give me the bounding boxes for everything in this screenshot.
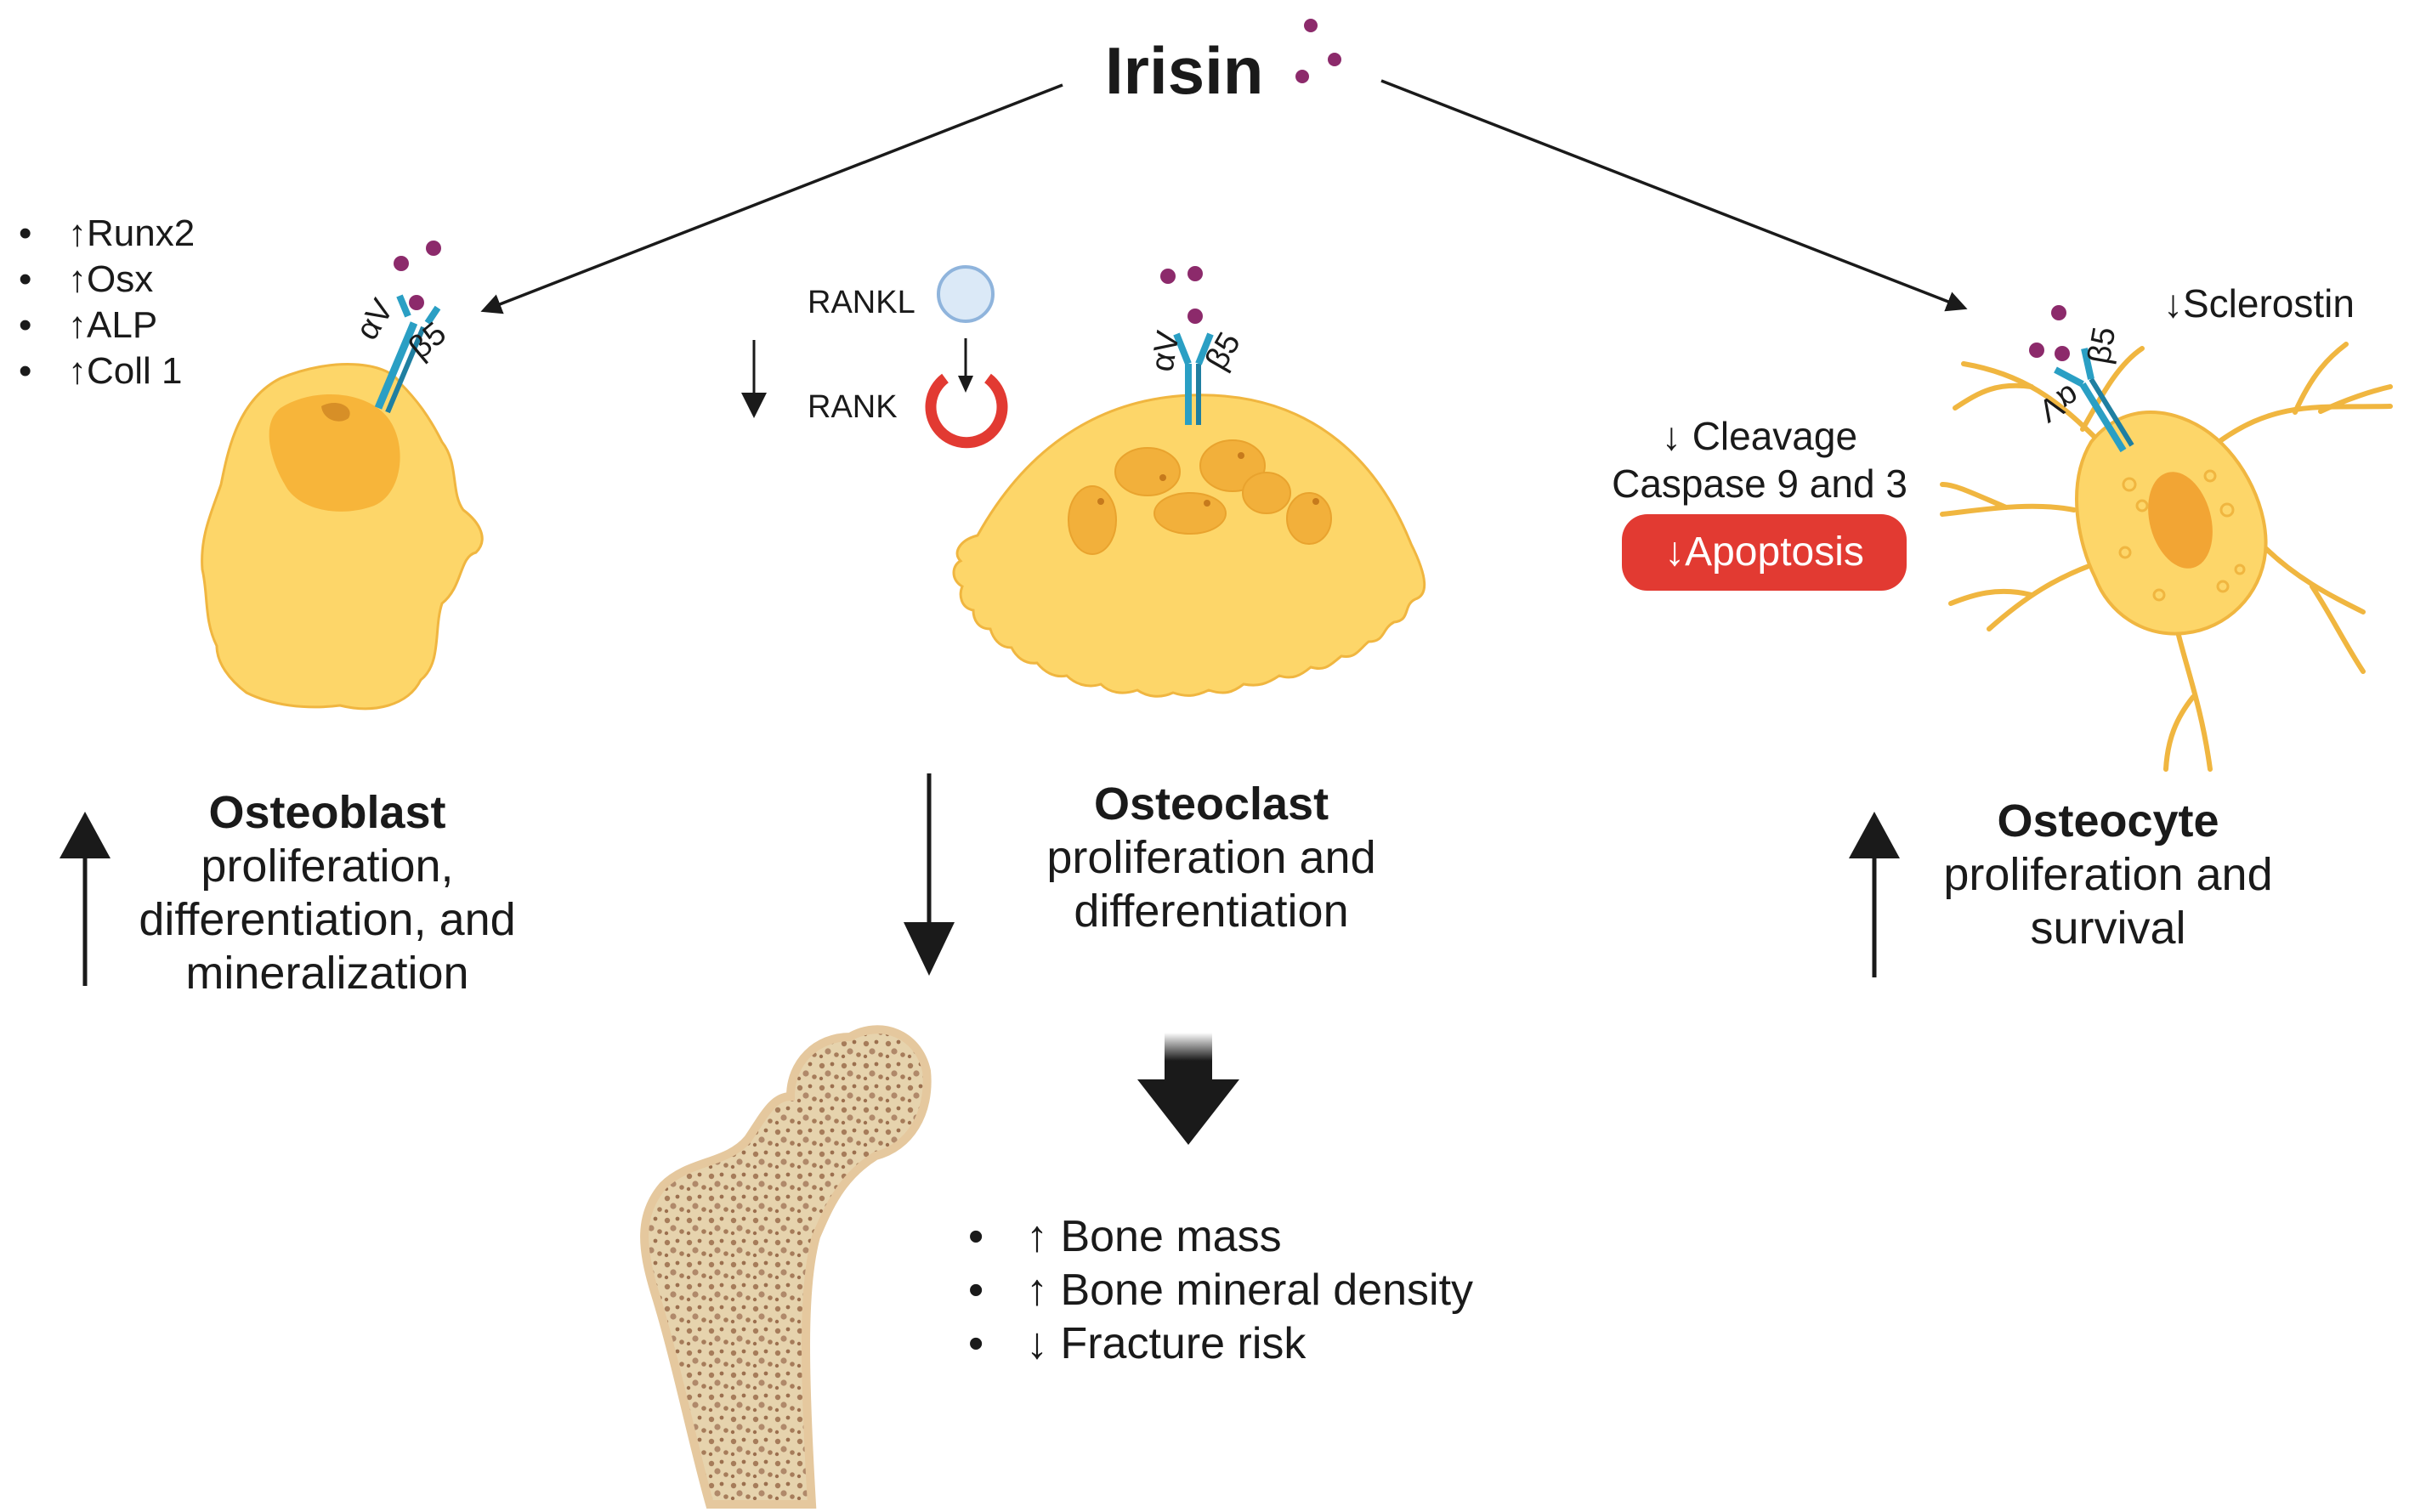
marker-item: ↑Coll 1 xyxy=(15,348,195,394)
osteoblast-irisin-dots xyxy=(394,241,441,310)
osteocyte-effect-line: survival xyxy=(2030,903,2186,954)
osteoblast-effect-line: differentiation, and xyxy=(139,894,516,945)
osteoclast-receptor-alpha-label: αV xyxy=(1144,328,1187,375)
rankl-label: RANKL xyxy=(808,285,915,320)
osteoclast-label: Osteoclast proliferation and differentia… xyxy=(990,778,1432,938)
apoptosis-badge: ↓Apoptosis xyxy=(1622,514,1907,591)
rankl-ligand xyxy=(937,265,995,323)
osteoblast-markers-list: ↑Runx2 ↑Osx ↑ALP ↑Coll 1 xyxy=(15,211,195,394)
osteocyte-label: Osteocyte proliferation and survival xyxy=(1896,795,2321,955)
osteocyte-receptor xyxy=(2054,348,2134,453)
osteocyte-effect-line: proliferation and xyxy=(1943,849,2273,900)
cleavage-label: ↓ Cleavage Caspase 9 and 3 xyxy=(1598,412,1921,507)
osteoclast-name: Osteoclast xyxy=(1093,779,1329,830)
osteoclast-irisin-dots xyxy=(1160,266,1203,324)
osteocyte-irisin-dots xyxy=(2029,305,2070,361)
outcome-item: ↑ Bone mineral density xyxy=(965,1264,1473,1317)
rank-receptor xyxy=(925,373,1008,449)
irisin-dots xyxy=(1295,19,1341,83)
bone-outcome-arrow xyxy=(1137,1033,1239,1145)
sclerostin-label: ↓Sclerostin xyxy=(2163,281,2355,326)
bone-outcomes-list: ↑ Bone mass ↑ Bone mineral density ↓ Fra… xyxy=(965,1210,1473,1371)
cleavage-line: Caspase 9 and 3 xyxy=(1612,462,1907,506)
rank-label: RANK xyxy=(808,389,898,425)
osteoclast-receptor xyxy=(1173,332,1214,425)
osteoblast-effect-line: mineralization xyxy=(185,948,469,999)
outcome-item: ↓ Fracture risk xyxy=(965,1317,1473,1371)
cleavage-line: ↓ Cleavage xyxy=(1661,414,1858,458)
osteoclast-cell xyxy=(952,394,1426,698)
osteoclast-effect-line: proliferation and xyxy=(1046,832,1376,883)
osteoblast-effect-line: proliferation, xyxy=(201,841,454,892)
osteoblast-name: Osteoblast xyxy=(208,787,446,838)
osteoblast-label: Osteoblast proliferation, differentiatio… xyxy=(119,786,536,1000)
arrow-irisin-to-osteocyte xyxy=(1380,79,1968,312)
osteoblast-receptor xyxy=(374,294,441,414)
osteoblast-cell xyxy=(201,363,484,711)
femur-bone xyxy=(640,1025,932,1509)
marker-item: ↑Runx2 xyxy=(15,211,195,257)
osteocyte-name: Osteocyte xyxy=(1997,796,2219,847)
marker-item: ↑Osx xyxy=(15,257,195,303)
arrow-irisin-to-osteoblast xyxy=(480,83,1063,314)
outcome-item: ↑ Bone mass xyxy=(965,1210,1473,1264)
osteoclast-effect-line: differentiation xyxy=(1074,886,1349,937)
osteocyte-receptor-beta-label: β5 xyxy=(2081,324,2123,367)
title-irisin: Irisin xyxy=(1105,33,1264,108)
osteocyte-cell xyxy=(1940,342,2393,772)
marker-item: ↑ALP xyxy=(15,303,195,348)
